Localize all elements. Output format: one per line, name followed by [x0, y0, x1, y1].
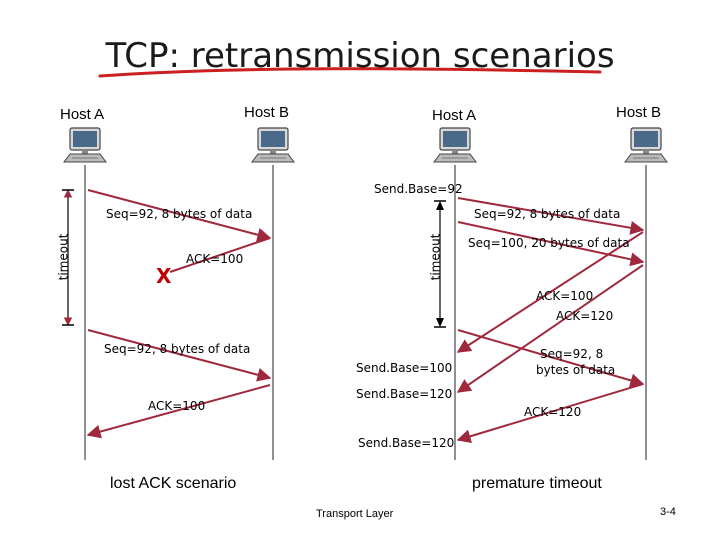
host-b-label-right: Host B	[616, 104, 662, 121]
seq92-retx-label-right-line2: bytes of data	[536, 363, 616, 377]
arrow-seq92-right	[457, 197, 645, 235]
seq92-label-right: Seq=92, 8 bytes of data	[474, 207, 621, 221]
page-number: 3-4	[660, 506, 676, 518]
arrow-ack100-left	[86, 384, 271, 439]
footer-transport-layer: Transport Layer	[316, 508, 394, 520]
sendbase120-label-b: Send.Base=120	[358, 436, 455, 450]
timeout-label-left: timeout	[56, 233, 71, 281]
packet-loss-x-icon: X	[156, 264, 172, 288]
arrow-ack120-right	[456, 264, 644, 393]
host-a-label-right: Host A	[432, 107, 477, 124]
page-title: TCP: retransmission scenarios	[105, 36, 615, 76]
ack100-label-right: ACK=100	[536, 289, 594, 303]
ack100-label-left: ACK=100	[186, 252, 244, 266]
seq92-retx-label-left: Seq=92, 8 bytes of data	[104, 342, 251, 356]
arrow-seq100-right	[457, 221, 645, 267]
seq100-label-right: Seq=100, 20 bytes of data	[468, 236, 630, 250]
host-a-computer-icon-right	[433, 127, 477, 163]
arrow-seq92-retx-right	[457, 329, 645, 388]
timeout-label-right: timeout	[428, 233, 443, 281]
sendbase100-label: Send.Base=100	[356, 361, 453, 375]
arrow-ack120b-right	[456, 383, 644, 444]
ack120-label-right: ACK=120	[556, 309, 614, 323]
ack120b-label-right: ACK=120	[524, 405, 582, 419]
host-b-computer-icon-left	[251, 127, 295, 163]
caption-premature-timeout: premature timeout	[472, 475, 602, 492]
host-a-label-left: Host A	[60, 106, 105, 123]
arrow-ack100-lost	[169, 237, 271, 273]
caption-lost-ack: lost ACK scenario	[110, 475, 237, 492]
host-b-label-left: Host B	[244, 104, 290, 121]
host-b-computer-icon-right	[624, 127, 668, 163]
sendbase92-label: Send.Base=92	[374, 182, 463, 196]
title-underline	[98, 67, 602, 78]
seq92-retx-label-right-line1: Seq=92, 8	[540, 347, 604, 361]
host-a-computer-icon-left	[63, 127, 107, 163]
arrow-seq92-left	[87, 189, 272, 242]
seq92-label-left: Seq=92, 8 bytes of data	[106, 207, 253, 221]
ack100-retx-label-left: ACK=100	[148, 399, 206, 413]
sendbase120-label-a: Send.Base=120	[356, 387, 453, 401]
arrow-ack100-right	[456, 231, 644, 353]
arrow-seq92-retx-left	[87, 329, 272, 382]
